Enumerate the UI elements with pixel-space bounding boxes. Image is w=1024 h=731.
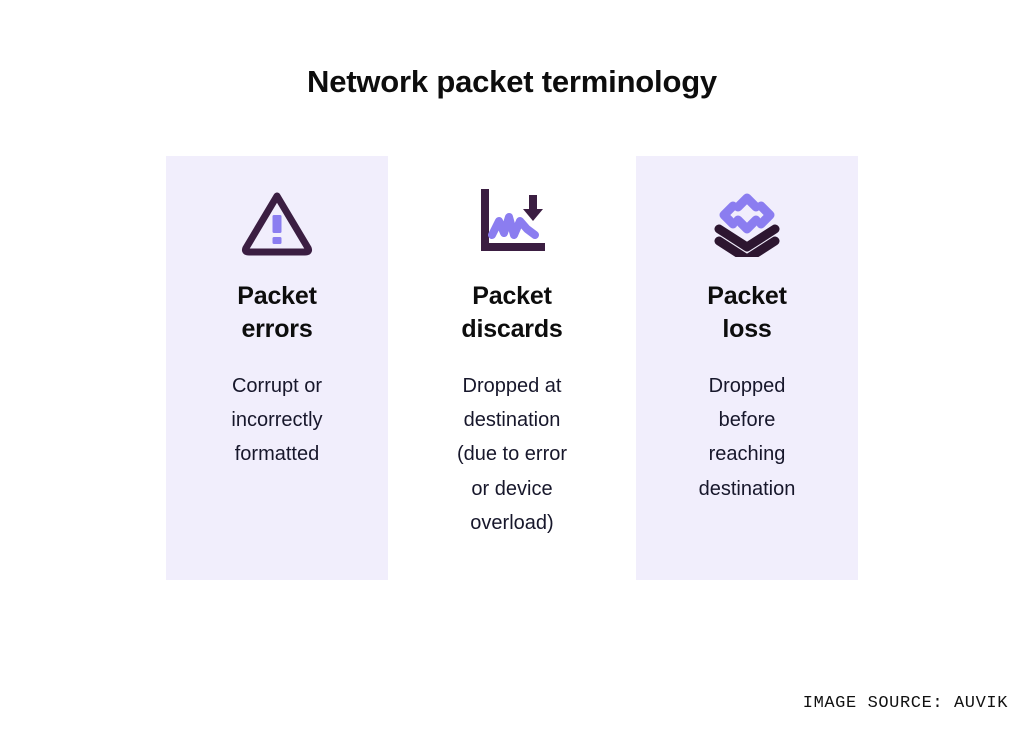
terminology-cards-row: Packet errors Corrupt or incorrectly for… — [166, 156, 858, 580]
warning-triangle-icon — [238, 184, 316, 262]
card-packet-errors: Packet errors Corrupt or incorrectly for… — [166, 156, 388, 580]
page-title: Network packet terminology — [307, 64, 717, 99]
card-heading: Packet loss — [707, 282, 787, 344]
declining-chart-down-arrow-icon — [473, 184, 551, 262]
stacked-layers-icon — [708, 184, 786, 262]
card-packet-loss: Packet loss Dropped before reaching dest… — [636, 156, 858, 580]
card-body-text: Dropped at destination (due to error or … — [456, 374, 568, 535]
card-body-text: Dropped before reaching destination — [698, 374, 796, 500]
card-body-text: Corrupt or incorrectly formatted — [231, 374, 323, 466]
card-packet-discards: Packet discards Dropped at destination (… — [401, 156, 623, 580]
image-source-credit: IMAGE SOURCE: AUVIK — [802, 694, 1008, 713]
card-heading: Packet errors — [237, 282, 317, 344]
card-heading: Packet discards — [461, 282, 563, 344]
